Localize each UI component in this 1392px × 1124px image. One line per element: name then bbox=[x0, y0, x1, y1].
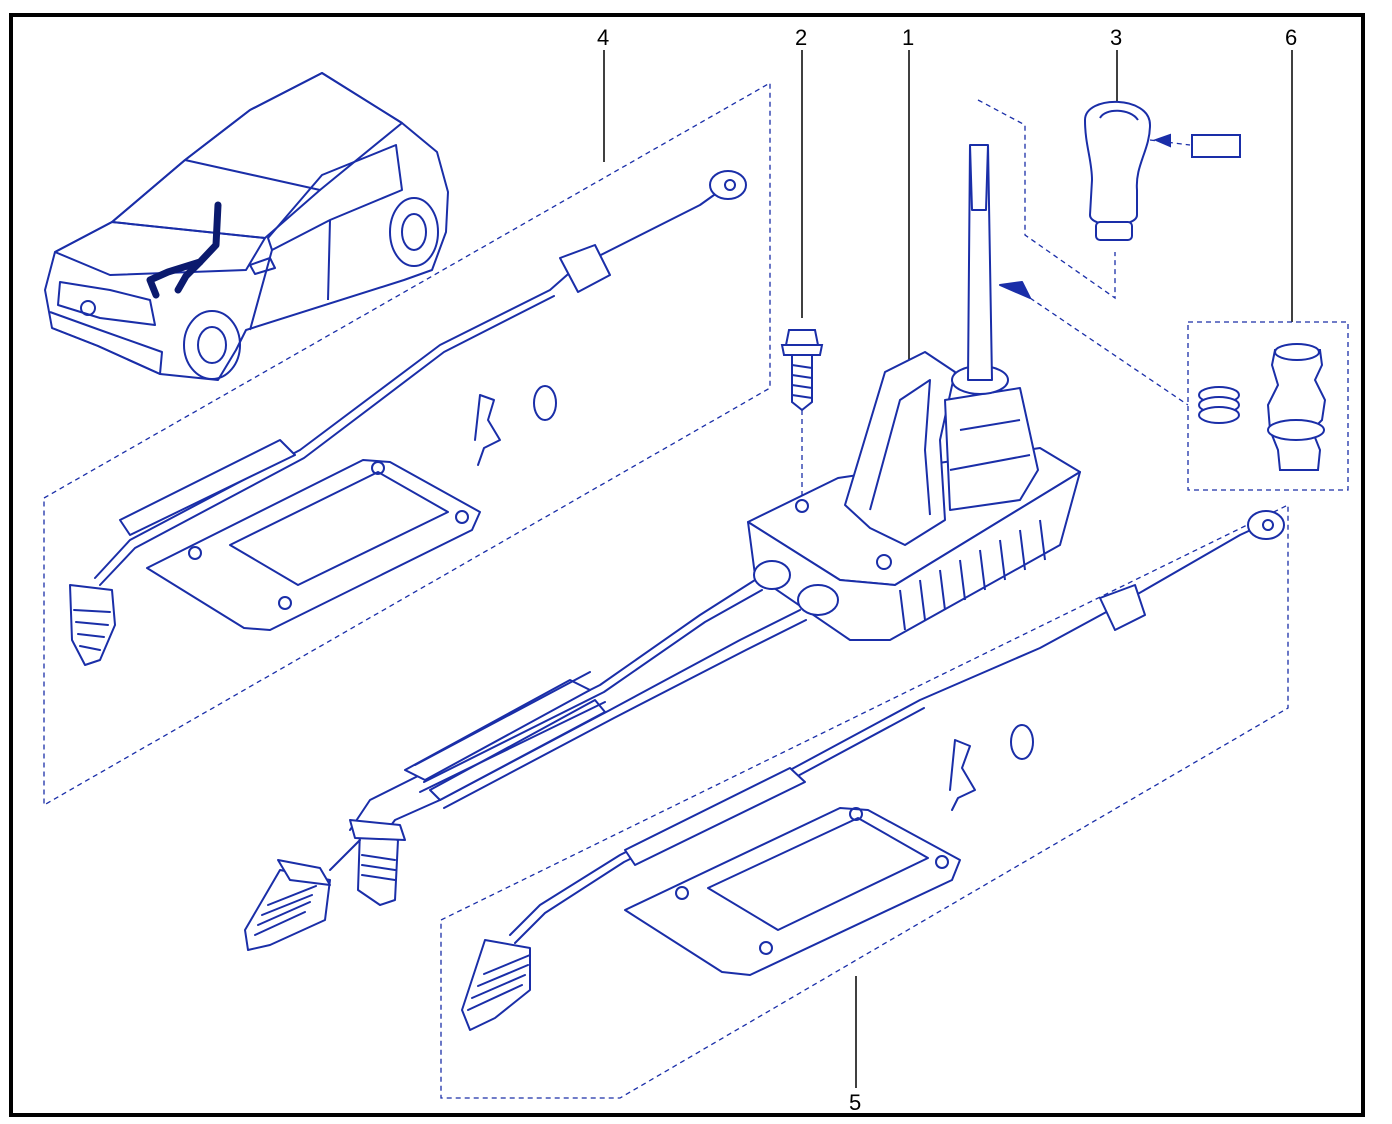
lever-pointer-arrow bbox=[999, 281, 1031, 299]
cable5-gasket-hole-2 bbox=[759, 941, 773, 955]
callout-labels: 4 2 1 3 6 5 bbox=[597, 25, 1297, 1115]
cable-lower-line-b bbox=[443, 619, 807, 809]
bolt-head bbox=[784, 329, 820, 346]
cable5-adjuster bbox=[1099, 584, 1146, 631]
gear-knob-label-arrow bbox=[1153, 133, 1171, 148]
cable5-eye-hole bbox=[1262, 519, 1274, 531]
leader-lever-to-kit bbox=[1029, 297, 1189, 406]
cable4-connector bbox=[69, 584, 116, 666]
cable4-oring bbox=[533, 385, 557, 421]
cable4-gasket-hole-4 bbox=[455, 510, 469, 524]
car-roof bbox=[184, 72, 403, 191]
kit-bushing-ring bbox=[1267, 419, 1325, 441]
cable-assembly-4 bbox=[69, 170, 747, 666]
connector-mid-boot bbox=[361, 854, 396, 881]
kit-spring-3 bbox=[1198, 406, 1240, 424]
cable4-gasket-plate bbox=[146, 459, 481, 631]
gear-knob-body bbox=[1083, 100, 1152, 226]
callout-4: 4 bbox=[597, 25, 609, 50]
cable4-eye-hole bbox=[724, 179, 736, 191]
cable-grommet-upper bbox=[753, 560, 791, 590]
cable4-clip bbox=[474, 394, 501, 466]
cable5-clip bbox=[949, 739, 976, 811]
boot-kit bbox=[1198, 343, 1327, 471]
car-bumper bbox=[49, 311, 163, 375]
cable4-gasket-hole-1 bbox=[188, 546, 202, 560]
gear-knob bbox=[1083, 100, 1241, 241]
lever-tower bbox=[844, 351, 956, 546]
cable5-gasket-window bbox=[707, 817, 929, 931]
boundary-lever-assembly bbox=[977, 99, 1116, 300]
cable5-eye-end bbox=[1247, 510, 1285, 540]
car-rear-wheel-hub bbox=[401, 213, 427, 251]
callout-2: 2 bbox=[795, 25, 807, 50]
selector-gate-detail bbox=[949, 419, 1031, 471]
housing-bolt-hole-left bbox=[795, 499, 809, 513]
cable5-sleeve bbox=[624, 767, 806, 866]
gear-knob-collar bbox=[1095, 221, 1133, 241]
connector-left-cap bbox=[277, 859, 331, 886]
gear-knob-pattern-label bbox=[1191, 134, 1241, 158]
cable4-connector-boot bbox=[73, 609, 111, 651]
car-rear-wheel bbox=[389, 197, 439, 267]
cable5-main-line-b bbox=[514, 707, 925, 944]
cable4-main-line bbox=[94, 184, 729, 579]
callout-leaders bbox=[603, 50, 1293, 1088]
car-hood bbox=[54, 221, 266, 276]
cable4-adjuster bbox=[559, 244, 611, 293]
gear-knob-highlight bbox=[1099, 109, 1139, 121]
car-front-wheel bbox=[183, 310, 241, 380]
car-door-line bbox=[249, 219, 331, 331]
boundary-cable-5 bbox=[440, 503, 1289, 1099]
cable4-gasket-hole-2 bbox=[278, 596, 292, 610]
cable5-main-line bbox=[509, 521, 1269, 936]
cable5-gasket-hole-1 bbox=[675, 886, 689, 900]
cable-grommet-lower bbox=[797, 584, 839, 616]
car-logo bbox=[80, 300, 96, 316]
cable-sleeve-lower bbox=[429, 699, 606, 801]
callout-3: 3 bbox=[1110, 25, 1122, 50]
callout-1: 1 bbox=[902, 25, 914, 50]
car-highlight-branch bbox=[174, 258, 204, 294]
housing-ribs bbox=[899, 519, 1046, 631]
cable-sleeve-ridge bbox=[414, 671, 606, 793]
car-highlight-path bbox=[146, 201, 222, 299]
cable4-sleeve bbox=[119, 439, 296, 536]
boundary-kit-6 bbox=[1187, 321, 1349, 491]
connector-left-boot bbox=[254, 885, 317, 936]
connector-mid-link bbox=[329, 839, 361, 871]
cable4-eye-end bbox=[709, 170, 747, 200]
cable5-oring bbox=[1010, 724, 1034, 760]
car-gear-cable-highlight bbox=[146, 201, 222, 299]
bolt-thread bbox=[791, 364, 813, 399]
lever-tower-inner bbox=[869, 379, 931, 516]
kit-bushing-top bbox=[1274, 343, 1320, 361]
selector-gate bbox=[944, 387, 1039, 511]
cable4-gasket-hole-3 bbox=[371, 461, 385, 475]
callout-5: 5 bbox=[849, 1090, 861, 1115]
cable4-gasket-window bbox=[229, 471, 449, 586]
cable-sleeve-upper bbox=[404, 679, 591, 781]
cable-upper-line-b bbox=[423, 589, 763, 783]
car-front-wheel-hub bbox=[197, 326, 227, 364]
lever-tip bbox=[969, 144, 989, 211]
callout-6: 6 bbox=[1285, 25, 1297, 50]
main-cable-pair bbox=[244, 560, 839, 951]
cable5-gasket-plate bbox=[624, 807, 961, 976]
housing-bolt-hole-right bbox=[876, 554, 892, 570]
kit-bushing bbox=[1266, 349, 1327, 471]
car-grille bbox=[57, 281, 156, 326]
car-mirror bbox=[249, 257, 276, 275]
cable5-gasket-hole-4 bbox=[935, 855, 949, 869]
bolt-shank bbox=[791, 354, 813, 412]
cable-assembly-5 bbox=[461, 510, 1285, 1031]
cable5-gasket-hole-3 bbox=[849, 807, 863, 821]
bolt-flange bbox=[780, 344, 824, 356]
connector-mid-cap bbox=[349, 819, 406, 841]
cable5-connector-boot bbox=[467, 954, 531, 1011]
mounting-bolt bbox=[780, 329, 824, 412]
boundary-cable-4 bbox=[43, 81, 771, 807]
cable4-main-line-b bbox=[99, 295, 555, 586]
